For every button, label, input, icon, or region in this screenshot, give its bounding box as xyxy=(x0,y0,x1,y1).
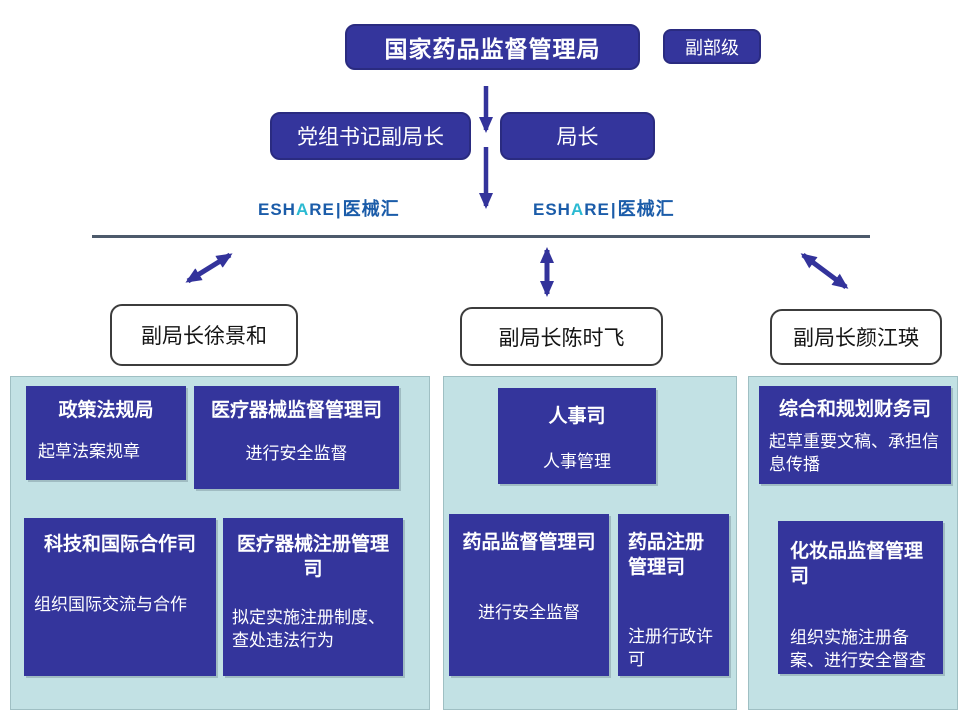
dept-title: 药品监督管理司 xyxy=(462,532,596,553)
logo-separator: | xyxy=(610,200,617,219)
panel-left-departments: 政策法规局 起草法案规章 医疗器械监督管理司 进行安全监督 科技和国际合作司 组… xyxy=(10,376,430,710)
dept-desc: 起草重要文稿、承担信息传播 xyxy=(769,431,939,474)
dept-cosmetics-supervision: 化妆品监督管理司 组织实施注册备案、进行安全督查 xyxy=(778,521,943,674)
arrow-diagonal-right-icon xyxy=(800,252,849,290)
dept-device-supervision: 医疗器械监督管理司 进行安全监督 xyxy=(194,386,399,489)
party-secretary-box: 党组书记副局长 xyxy=(270,112,471,160)
dept-desc: 进行安全监督 xyxy=(245,443,348,463)
dept-desc: 组织实施注册备案、进行安全督查 xyxy=(790,628,926,671)
root-agency-box: 国家药品监督管理局 xyxy=(345,24,640,70)
dept-desc: 人事管理 xyxy=(543,451,611,471)
dept-title: 化妆品监督管理司 xyxy=(790,541,924,587)
dept-planning-finance: 综合和规划财务司 起草重要文稿、承担信息传播 xyxy=(759,386,951,484)
dept-desc: 进行安全监督 xyxy=(478,602,580,622)
deputy-box-xujinghe: 副局长徐景和 xyxy=(110,304,298,366)
logo-text-suffix: RE xyxy=(309,200,335,219)
logo-text-suffix: RE xyxy=(584,200,610,219)
logo-brand-cn: 医械汇 xyxy=(617,199,675,219)
dept-title: 人事司 xyxy=(548,406,606,427)
dept-desc: 起草法案规章 xyxy=(38,441,140,461)
logo-separator: | xyxy=(335,200,342,219)
dept-title: 科技和国际合作司 xyxy=(43,534,196,555)
logo-text-prefix: ESH xyxy=(258,200,296,219)
dept-title: 综合和规划财务司 xyxy=(778,399,931,420)
dept-drug-registration: 药品注册管理司 注册行政许可 xyxy=(618,514,729,676)
dept-title: 医疗器械监督管理司 xyxy=(210,400,382,421)
eshare-watermark-right: ESHARE|医械汇 xyxy=(533,195,675,221)
deputy-box-chenshifei: 副局长陈时飞 xyxy=(460,307,663,366)
dept-personnel: 人事司 人事管理 xyxy=(498,388,656,484)
divider-line xyxy=(92,235,870,238)
dept-drug-supervision: 药品监督管理司 进行安全监督 xyxy=(449,514,609,676)
deputy-box-yanjiangying: 副局长颜江瑛 xyxy=(770,309,942,365)
logo-accent-letter: A xyxy=(295,200,310,219)
dept-device-registration: 医疗器械注册管理司 拟定实施注册制度、查处违法行为 xyxy=(223,518,403,676)
dept-title: 医疗器械注册管理司 xyxy=(236,534,389,580)
panel-center-departments: 人事司 人事管理 药品监督管理司 进行安全监督 药品注册管理司 注册行政许可 xyxy=(443,376,737,710)
dept-desc: 注册行政许可 xyxy=(628,627,713,670)
dept-desc: 拟定实施注册制度、查处违法行为 xyxy=(232,608,385,651)
dept-title: 药品注册管理司 xyxy=(628,532,705,578)
logo-accent-letter: A xyxy=(570,200,585,219)
logo-brand-cn: 医械汇 xyxy=(342,199,400,219)
dept-desc: 组织国际交流与合作 xyxy=(34,594,187,614)
panel-right-departments: 综合和规划财务司 起草重要文稿、承担信息传播 化妆品监督管理司 组织实施注册备案… xyxy=(748,376,958,710)
logo-text-prefix: ESH xyxy=(533,200,571,219)
arrow-diagonal-left-icon xyxy=(185,252,233,284)
eshare-watermark-left: ESHARE|医械汇 xyxy=(258,195,400,221)
director-box: 局长 xyxy=(500,112,655,160)
rank-badge: 副部级 xyxy=(663,29,761,64)
dept-title: 政策法规局 xyxy=(58,400,154,421)
dept-policy-law: 政策法规局 起草法案规章 xyxy=(26,386,186,480)
dept-science-intl: 科技和国际合作司 组织国际交流与合作 xyxy=(24,518,216,676)
